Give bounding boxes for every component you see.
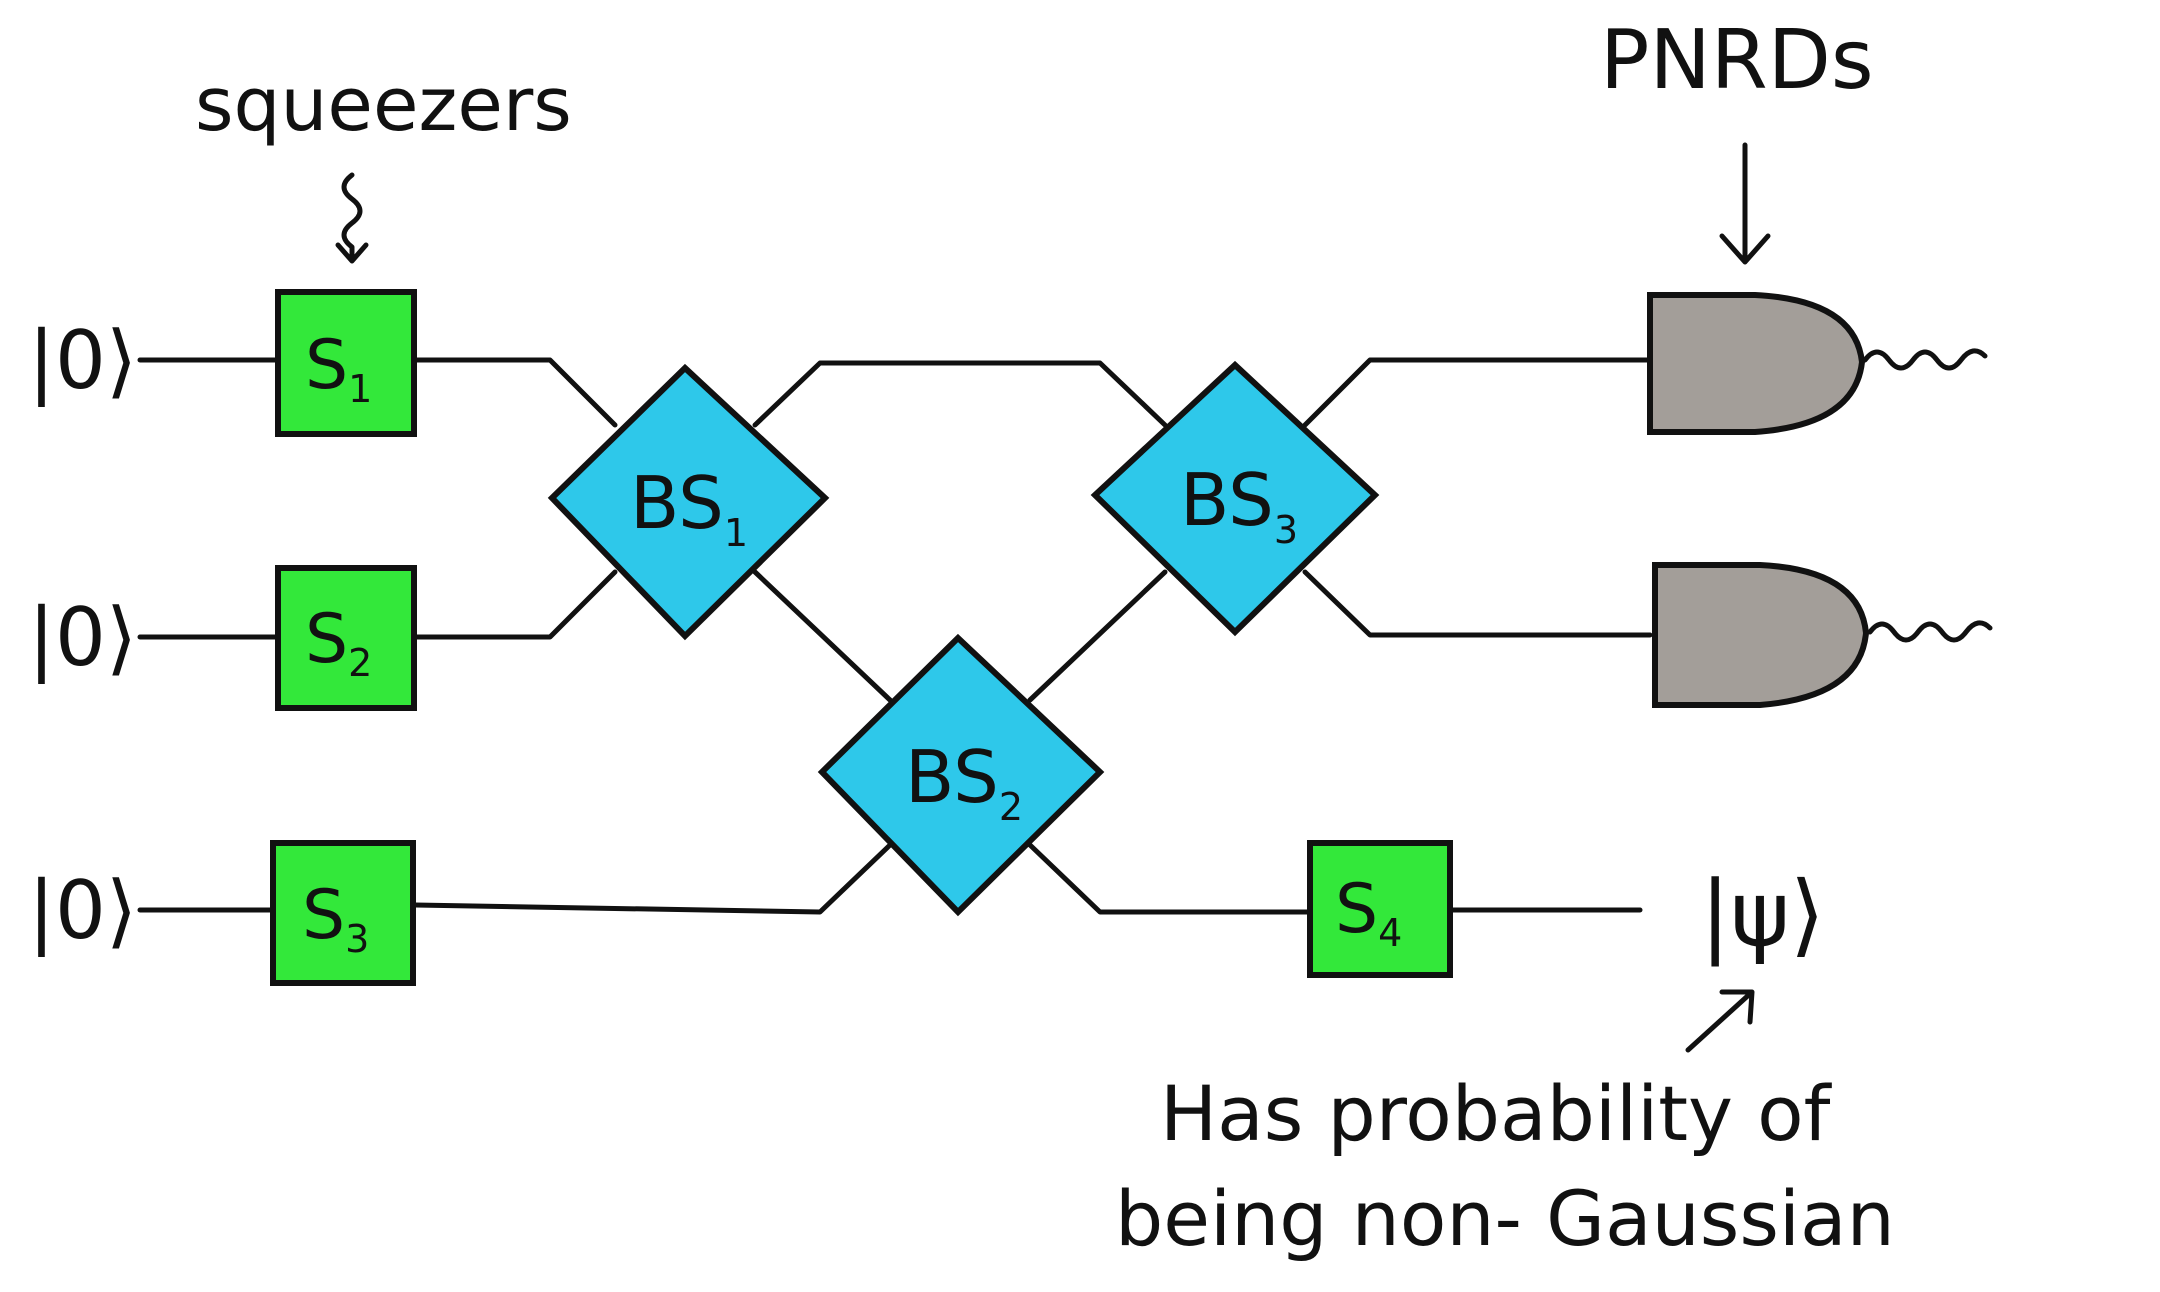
wire [1302, 357, 1653, 428]
squeezer-box [275, 289, 417, 437]
squeezer-s1[interactable]: S1 [275, 289, 417, 437]
annotation-line-1: Has probability of [1160, 1069, 1833, 1158]
beamsplitter-diamond [1090, 360, 1380, 637]
pointer-arrow-icon [1685, 989, 1755, 1053]
squiggle-arrow-icon [335, 172, 369, 264]
pnrds-title: PNRDs [1600, 13, 1874, 108]
squeezer-label: S2 [305, 600, 372, 685]
wire [752, 360, 1168, 428]
photon-wave-icon [1867, 620, 1993, 643]
output-state: |ψ⟩ [1700, 862, 1825, 967]
detector-icon [1652, 562, 1870, 708]
beamsplitter-bs2[interactable]: BS2 [817, 633, 1105, 917]
beamsplitter-label: BS1 [630, 461, 748, 555]
wire [1027, 569, 1168, 703]
squeezers-title: squeezers [195, 62, 572, 148]
detector-2[interactable] [1652, 562, 1993, 708]
beamsplitter-bs1[interactable]: BS1 [547, 363, 830, 641]
detector-1[interactable] [1647, 292, 1988, 435]
input-states: |0⟩ |0⟩ |0⟩ [28, 314, 137, 958]
squeezer-s3[interactable]: S3 [270, 840, 416, 986]
photon-wave-icon [1862, 348, 1988, 371]
input-state-2: |0⟩ [28, 591, 137, 685]
wire [412, 569, 618, 640]
down-arrow-icon [1719, 142, 1771, 265]
annotation-line-2: being non- Gaussian [1115, 1174, 1895, 1263]
detector-icon [1647, 292, 1866, 435]
beamsplitter-diamond [547, 363, 830, 641]
beamsplitter-label: BS2 [905, 735, 1023, 829]
squeezer-label: S4 [1335, 870, 1402, 955]
wire [412, 842, 893, 915]
wire [1302, 569, 1653, 638]
beamsplitter-label: BS3 [1180, 458, 1298, 552]
wire [412, 357, 618, 428]
input-state-1: |0⟩ [28, 314, 137, 408]
wires [137, 357, 1653, 915]
input-state-3: |0⟩ [28, 864, 137, 958]
squeezer-label: S3 [302, 876, 369, 961]
squeezer-box [270, 840, 416, 986]
beamsplitter-diamond [817, 633, 1105, 917]
squeezer-box [1307, 840, 1453, 978]
squeezer-label: S1 [305, 326, 372, 411]
squeezer-s2[interactable]: S2 [275, 565, 417, 711]
squeezer-s4[interactable]: S4 [1307, 840, 1453, 978]
beamsplitter-bs3[interactable]: BS3 [1090, 360, 1380, 637]
wire [1027, 842, 1313, 915]
squeezer-box [275, 565, 417, 711]
wire [752, 569, 893, 703]
